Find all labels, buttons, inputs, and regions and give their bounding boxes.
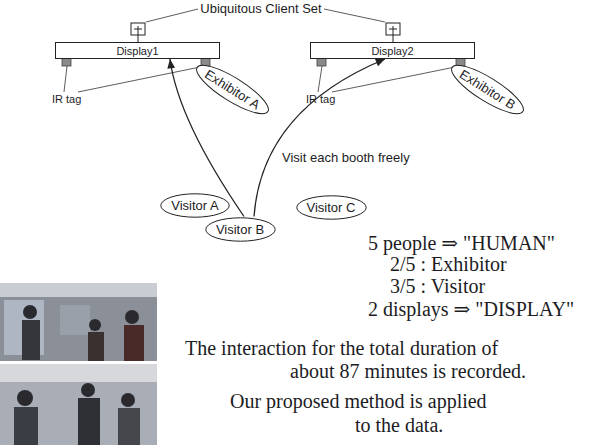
person-ellipse: Exhibitor A — [189, 56, 274, 122]
node-text: Visitor C — [307, 200, 356, 215]
client-icon — [131, 23, 400, 42]
display-box: Display2 — [310, 42, 475, 59]
edge-label: Visit each booth freely — [280, 150, 412, 165]
node-text: Exhibitor A — [202, 66, 263, 112]
text-label: 2/5 : Exhibitor — [390, 253, 507, 276]
person-ellipse: Visitor C — [296, 195, 367, 220]
node-text: Visitor B — [216, 222, 264, 237]
person-ellipse: Visitor B — [205, 217, 276, 242]
text-label: about 87 minutes is recorded. — [290, 360, 526, 383]
visit-arrow — [254, 59, 385, 217]
photo — [0, 283, 157, 445]
node-text: Exhibitor B — [456, 66, 517, 112]
text-label: to the data. — [355, 414, 443, 437]
node-text: Display2 — [371, 45, 413, 57]
display-box: Display1 — [55, 42, 220, 59]
text-label: IR tag — [52, 93, 81, 105]
text-label: 3/5 : Visitor — [390, 275, 485, 298]
text-label: IR tag — [306, 93, 335, 105]
text-label: Ubiquitous Client Set — [200, 1, 321, 16]
text-label: 5 people ⇒ "HUMAN" — [368, 231, 555, 255]
node-text: Visitor A — [171, 198, 218, 213]
text-label: Our proposed method is applied — [230, 390, 487, 413]
text-label: 2 displays ⇒ "DISPLAY" — [368, 297, 574, 321]
node-text: Display1 — [116, 45, 158, 57]
person-ellipse: Visitor A — [160, 193, 230, 218]
text-label: The interaction for the total duration o… — [185, 337, 498, 360]
person-ellipse: Exhibitor B — [444, 56, 529, 122]
leader-line — [64, 9, 460, 92]
